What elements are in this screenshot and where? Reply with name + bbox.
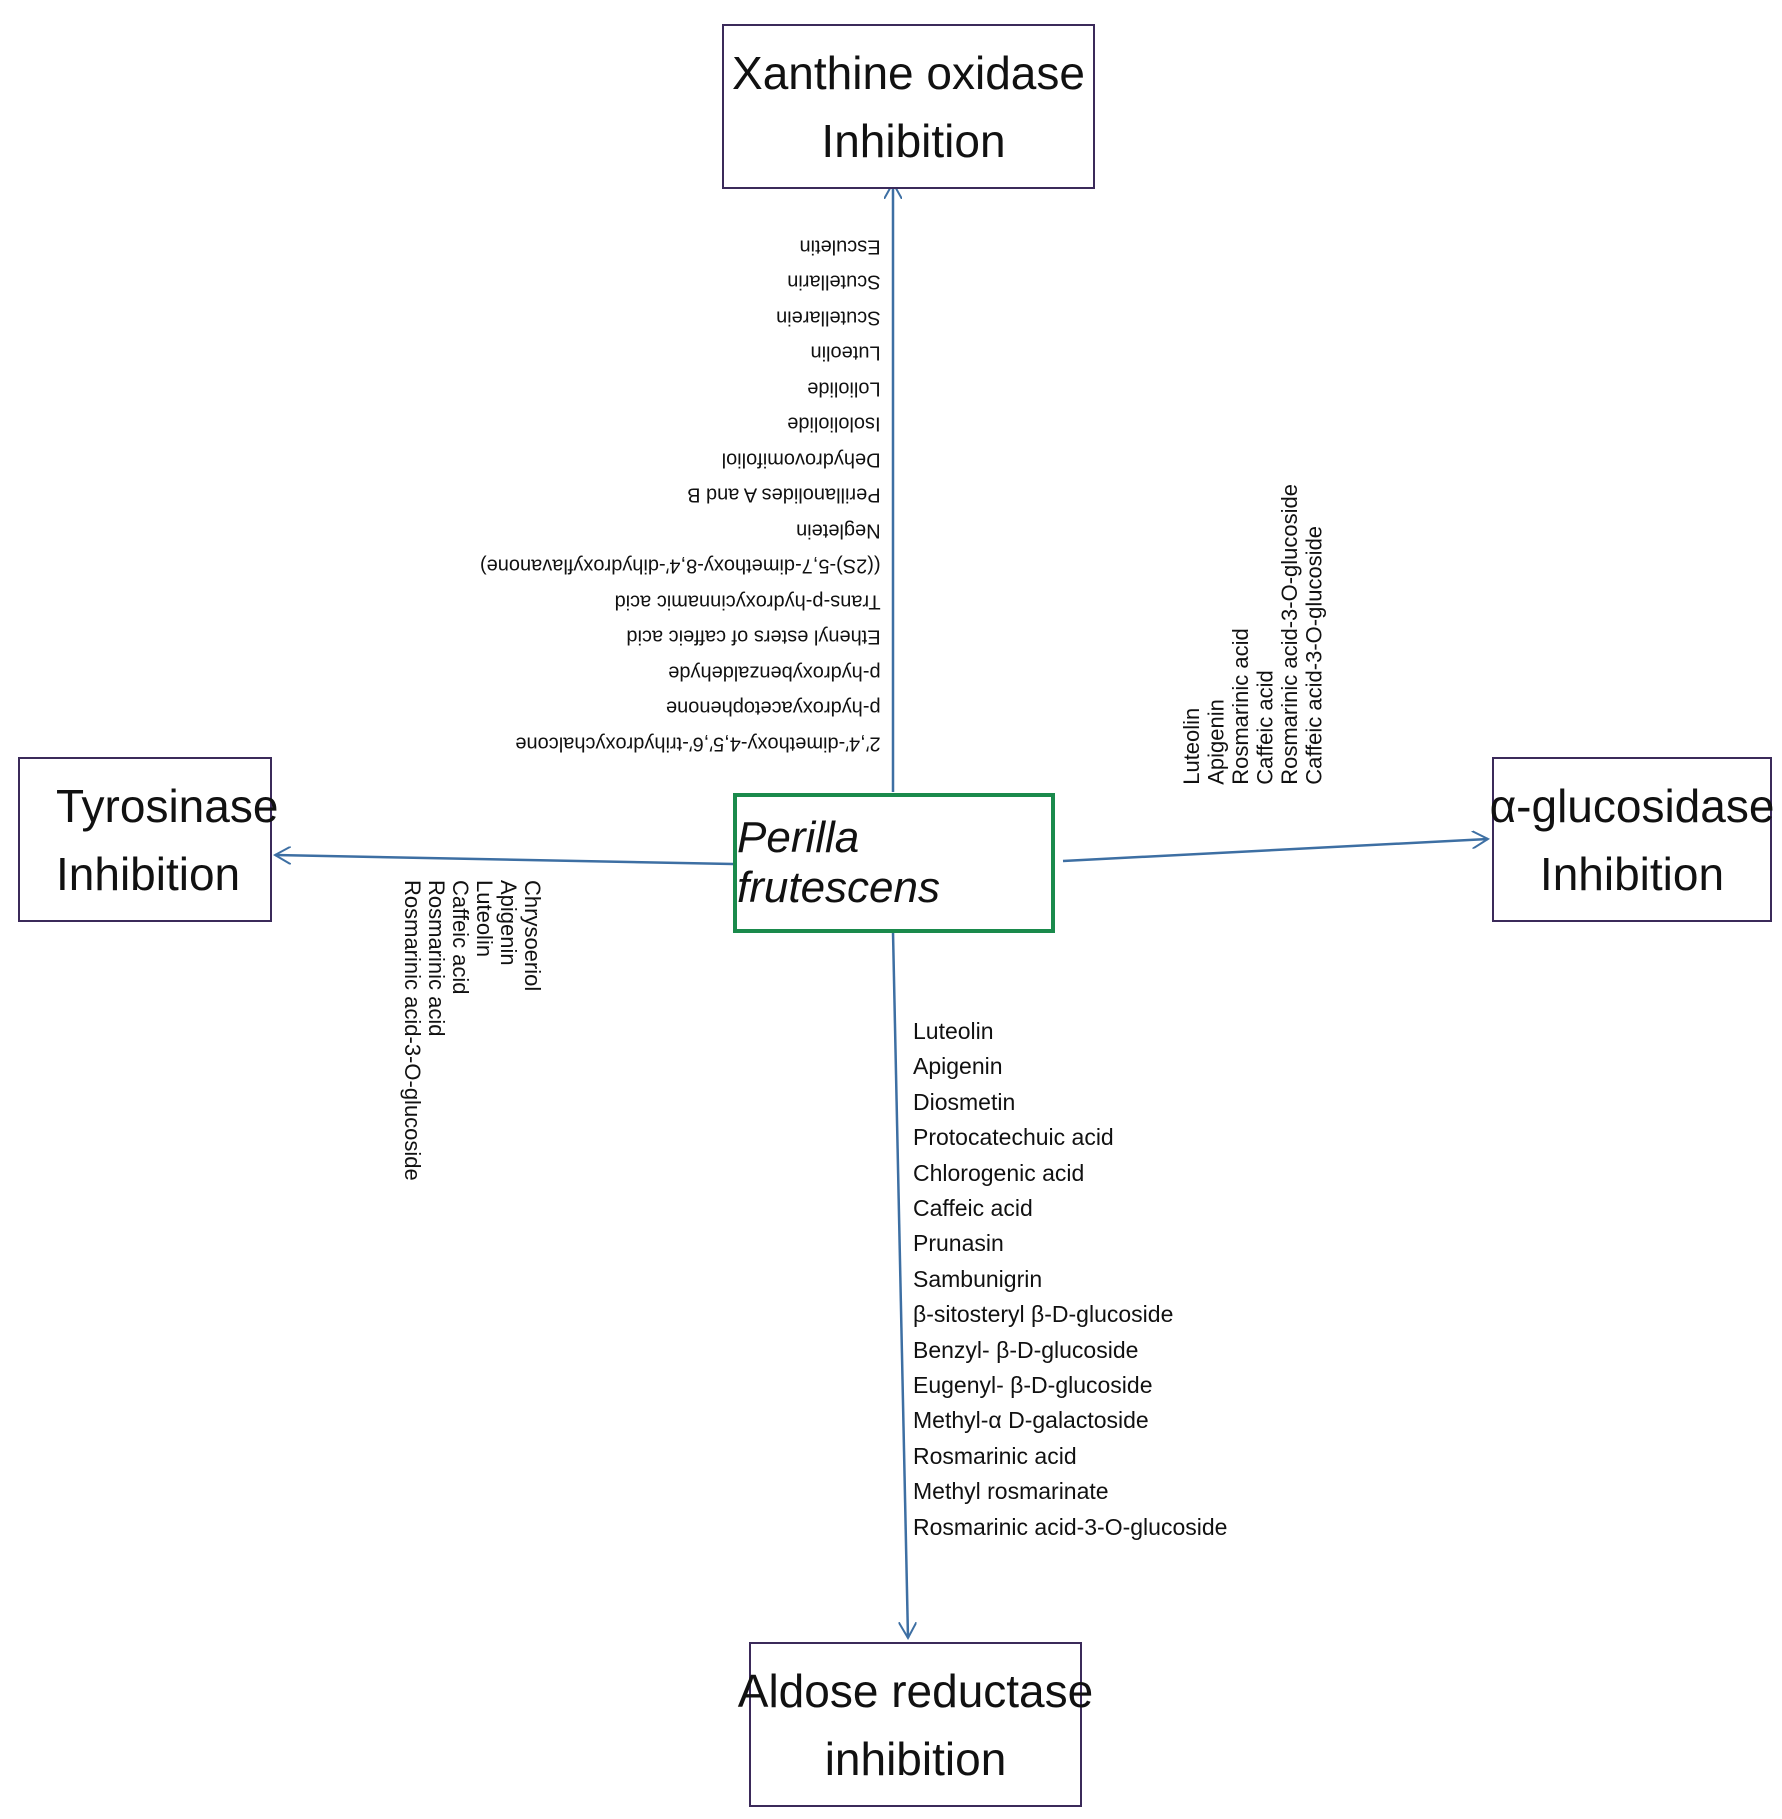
compound-item: Prunasin <box>913 1230 1004 1257</box>
node-alpha-glucosidase-line1: α-glucosidase <box>1489 779 1775 832</box>
compound-item: Apigenin <box>1203 699 1229 785</box>
arrow-to-alpha-glucosidase <box>1062 839 1488 863</box>
compound-item: Chrysoeriol <box>520 880 545 992</box>
compound-item: Isololiolide <box>787 413 881 435</box>
compound-item: Scutellarein <box>776 306 881 329</box>
compound-item: Apigenin <box>496 880 521 966</box>
compound-item: Luteolin <box>1179 707 1204 785</box>
compound-item: Chlorogenic acid <box>913 1159 1085 1186</box>
node-tyrosinase-line1: Tyrosinase <box>56 779 279 832</box>
compound-item: Eugenyl- β-D-glucoside <box>913 1372 1153 1399</box>
compound-item: Ethenyl esters of caffeic acid <box>626 626 881 648</box>
alpha-glucosidase-compound-list: Luteolin Apigenin Rosmarinic acid Caffei… <box>1179 484 1327 785</box>
compound-item: Trans-p-hydroxycinnamic acid <box>614 590 881 613</box>
node-aldose-reductase-line2: inhibition <box>824 1732 1007 1785</box>
node-aldose-reductase-line1: Aldose reductase <box>737 1664 1094 1717</box>
compound-item: Rosmarinic acid-3-O-glucoside <box>1277 484 1302 785</box>
compound-item: p-hydroxybenzaldehyde <box>668 661 881 684</box>
compound-item: Sambunigrin <box>913 1265 1043 1292</box>
node-alpha-glucosidase: α-glucosidase Inhibition <box>1489 757 1775 922</box>
arrow-to-aldose-reductase <box>891 931 908 1638</box>
compound-item: Luteolin <box>810 342 881 364</box>
compound-item: Diosmetin <box>913 1088 1016 1115</box>
center-node-label: Perilla frutescens <box>737 813 940 912</box>
compound-item: Benzyl- β-D-glucoside <box>913 1336 1139 1363</box>
node-xanthine-oxidase-line1: Xanthine oxidase <box>732 46 1085 99</box>
compound-item: Esculetin <box>799 235 881 258</box>
aldose-reductase-compound-list: Luteolin Apigenin Diosmetin Protocatechu… <box>913 1014 1227 1545</box>
compound-item: Rosmarinic acid-3-O-glucoside <box>913 1513 1228 1540</box>
node-aldose-reductase: Aldose reductase inhibition <box>738 1642 1093 1807</box>
compound-item: p-hydroxyacetophenone <box>666 697 881 719</box>
compound-item: 2′,4′-dimethoxy-4,5′,6′-trihydroxychalco… <box>515 732 881 755</box>
compound-item: Perillanolides A and B <box>687 484 881 506</box>
arrow-to-tyrosinase <box>275 855 734 866</box>
compound-item: Scutellarin <box>787 271 881 293</box>
compound-item: Apigenin <box>913 1053 1003 1080</box>
compound-item: Rosmarinic acid <box>424 880 449 1037</box>
tyrosinase-compound-list: Chrysoeriol Apigenin Luteolin Caffeic ac… <box>400 880 545 1181</box>
node-tyrosinase-line2: Inhibition <box>56 847 241 900</box>
compound-item: Caffeic acid <box>448 880 473 995</box>
node-xanthine-oxidase-line2: Inhibition <box>821 114 1006 167</box>
compound-item: Rosmarinic acid-3-O-glucoside <box>400 880 425 1181</box>
compound-item: Rosmarinic acid <box>913 1442 1077 1469</box>
center-node-perilla-frutescens: Perilla frutescens <box>733 793 1055 933</box>
compound-item: Rosmarinic acid <box>1228 628 1253 785</box>
node-alpha-glucosidase-line2: Inhibition <box>1539 847 1725 900</box>
node-tyrosinase: Tyrosinase Inhibition <box>18 757 278 922</box>
compound-item: Luteolin <box>472 880 497 958</box>
compound-item: ((2S)-5,7-dimethoxy-8,4′-dihydroxyflavan… <box>480 555 881 577</box>
compound-item: Caffeic acid <box>913 1195 1033 1222</box>
xanthine-oxidase-compound-list: 2′,4′-dimethoxy-4,5′,6′-trihydroxychalco… <box>480 228 881 761</box>
compound-item: Negletein <box>796 519 881 542</box>
compound-item: Protocatechuic acid <box>913 1124 1114 1151</box>
compound-item: Luteolin <box>913 1018 994 1044</box>
compound-item: Methyl-α D-galactoside <box>913 1407 1149 1434</box>
compound-item: Dehydrovomifoliol <box>722 448 881 471</box>
compound-item: Caffeic acid <box>1252 670 1278 785</box>
compound-item: β-sitosteryl β-D-glucoside <box>913 1301 1174 1328</box>
compound-item: Methyl rosmarinate <box>913 1478 1109 1505</box>
compound-item: Caffeic acid-3-O-glucoside <box>1301 525 1327 785</box>
compound-item: Loliolide <box>807 377 881 400</box>
node-xanthine-oxidase: Xanthine oxidase Inhibition <box>722 24 1095 189</box>
